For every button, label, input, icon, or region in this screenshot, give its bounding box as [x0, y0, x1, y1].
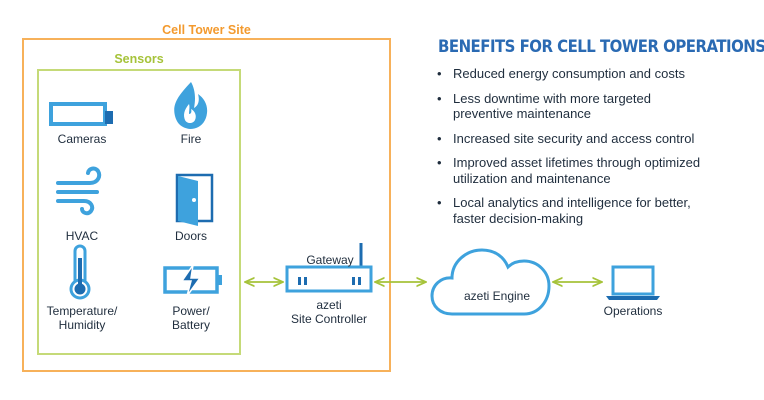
gateway-label: Gateway	[306, 253, 354, 267]
sensors-box	[37, 69, 241, 355]
door-icon	[175, 173, 214, 226]
site-controller-label: azeti Site Controller	[274, 298, 384, 326]
fire-icon	[174, 82, 208, 129]
laptop-icon	[606, 265, 660, 300]
benefit-item: Less downtime with more targeted prevent…	[436, 91, 756, 122]
sensor-label-power-line1: Power/	[172, 304, 210, 318]
sensor-label-temperature-line2: Humidity	[58, 318, 106, 332]
sensor-label-temperature-line1: Temperature/	[46, 304, 118, 318]
site-controller-label-line2: Site Controller	[290, 312, 368, 326]
engine-label: azeti Engine	[463, 289, 531, 303]
cloud-icon	[430, 248, 551, 316]
benefits-title: BENEFITS FOR CELL TOWER OPERATIONS	[438, 37, 764, 57]
sensor-label-temperature: Temperature/ Humidity	[38, 304, 126, 332]
sensor-label-power: Power/ Battery	[155, 304, 227, 332]
cell-tower-site-title: Cell Tower Site	[162, 23, 251, 37]
benefit-item: Local analytics and intelligence for bet…	[436, 195, 756, 226]
sensor-label-doors: Doors	[174, 229, 207, 243]
sensor-label-hvac: HVAC	[65, 229, 99, 243]
cell-tower-site-box	[22, 38, 391, 372]
hvac-icon	[56, 166, 102, 216]
site-controller-label-line1: azeti	[316, 298, 342, 312]
sensor-label-cameras: Cameras	[57, 132, 107, 146]
benefit-item: Reduced energy consumption and costs	[436, 66, 756, 82]
operations-label: Operations	[603, 304, 663, 318]
benefits-list: Reduced energy consumption and costs Les…	[436, 66, 756, 235]
sensor-label-power-line2: Battery	[171, 318, 210, 332]
benefit-item: Increased site security and access contr…	[436, 131, 756, 147]
sensors-title: Sensors	[114, 52, 164, 66]
gateway-icon	[285, 243, 373, 293]
sensor-label-fire: Fire	[180, 132, 202, 146]
benefit-item: Improved asset lifetimes through optimiz…	[436, 155, 756, 186]
camera-icon	[49, 102, 113, 126]
battery-icon	[163, 264, 222, 297]
thermometer-icon	[69, 244, 91, 300]
